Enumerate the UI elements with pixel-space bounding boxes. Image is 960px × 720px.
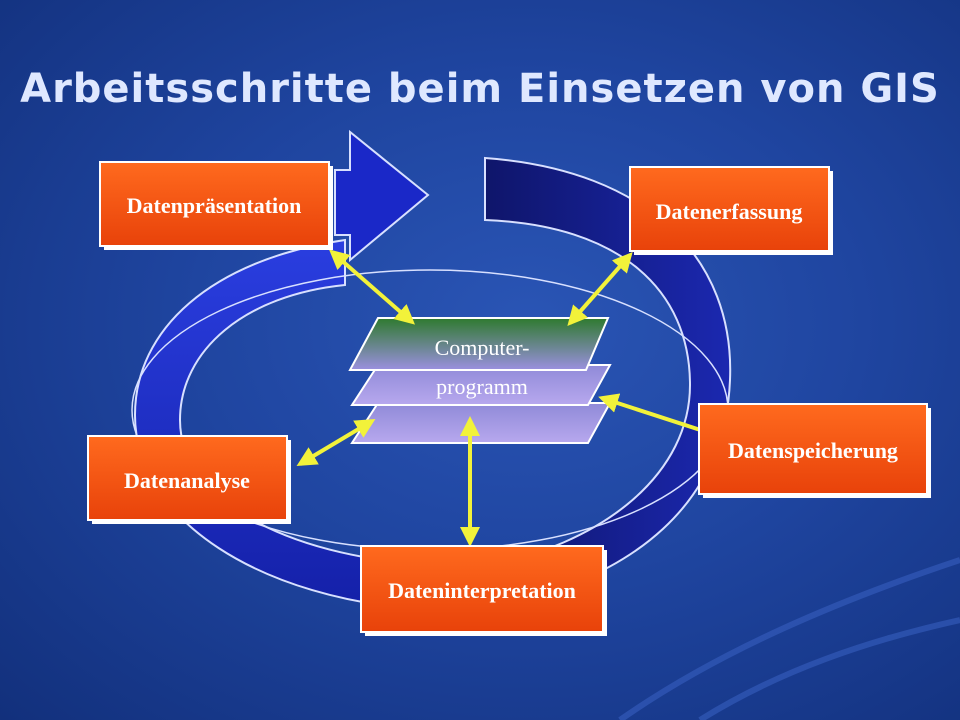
step-label-praesentation: Datenpräsentation bbox=[127, 193, 302, 218]
arrow-praesentation bbox=[328, 249, 416, 325]
step-box-analyse: Datenanalyse bbox=[87, 435, 291, 524]
arrow-analyse bbox=[296, 418, 376, 467]
step-label-interpretation: Dateninterpretation bbox=[388, 578, 576, 603]
background-swoosh bbox=[618, 557, 960, 720]
step-box-speicherung: Datenspeicherung bbox=[698, 403, 931, 498]
step-box-interpretation: Dateninterpretation bbox=[360, 545, 607, 636]
slide-title: Arbeitsschritte beim Einsetzen von GIS bbox=[20, 66, 940, 112]
center-label-line1: Computer- bbox=[435, 335, 530, 360]
step-label-analyse: Datenanalyse bbox=[124, 468, 250, 493]
arrow-erfassung bbox=[567, 252, 633, 326]
step-box-erfassung: Datenerfassung bbox=[629, 166, 833, 255]
step-label-erfassung: Datenerfassung bbox=[656, 199, 803, 224]
center-label-line2: programm bbox=[436, 374, 528, 399]
computer-program-stack: Computer- programm bbox=[348, 317, 612, 444]
step-box-praesentation: Datenpräsentation bbox=[99, 161, 333, 250]
step-label-speicherung: Datenspeicherung bbox=[728, 438, 898, 463]
